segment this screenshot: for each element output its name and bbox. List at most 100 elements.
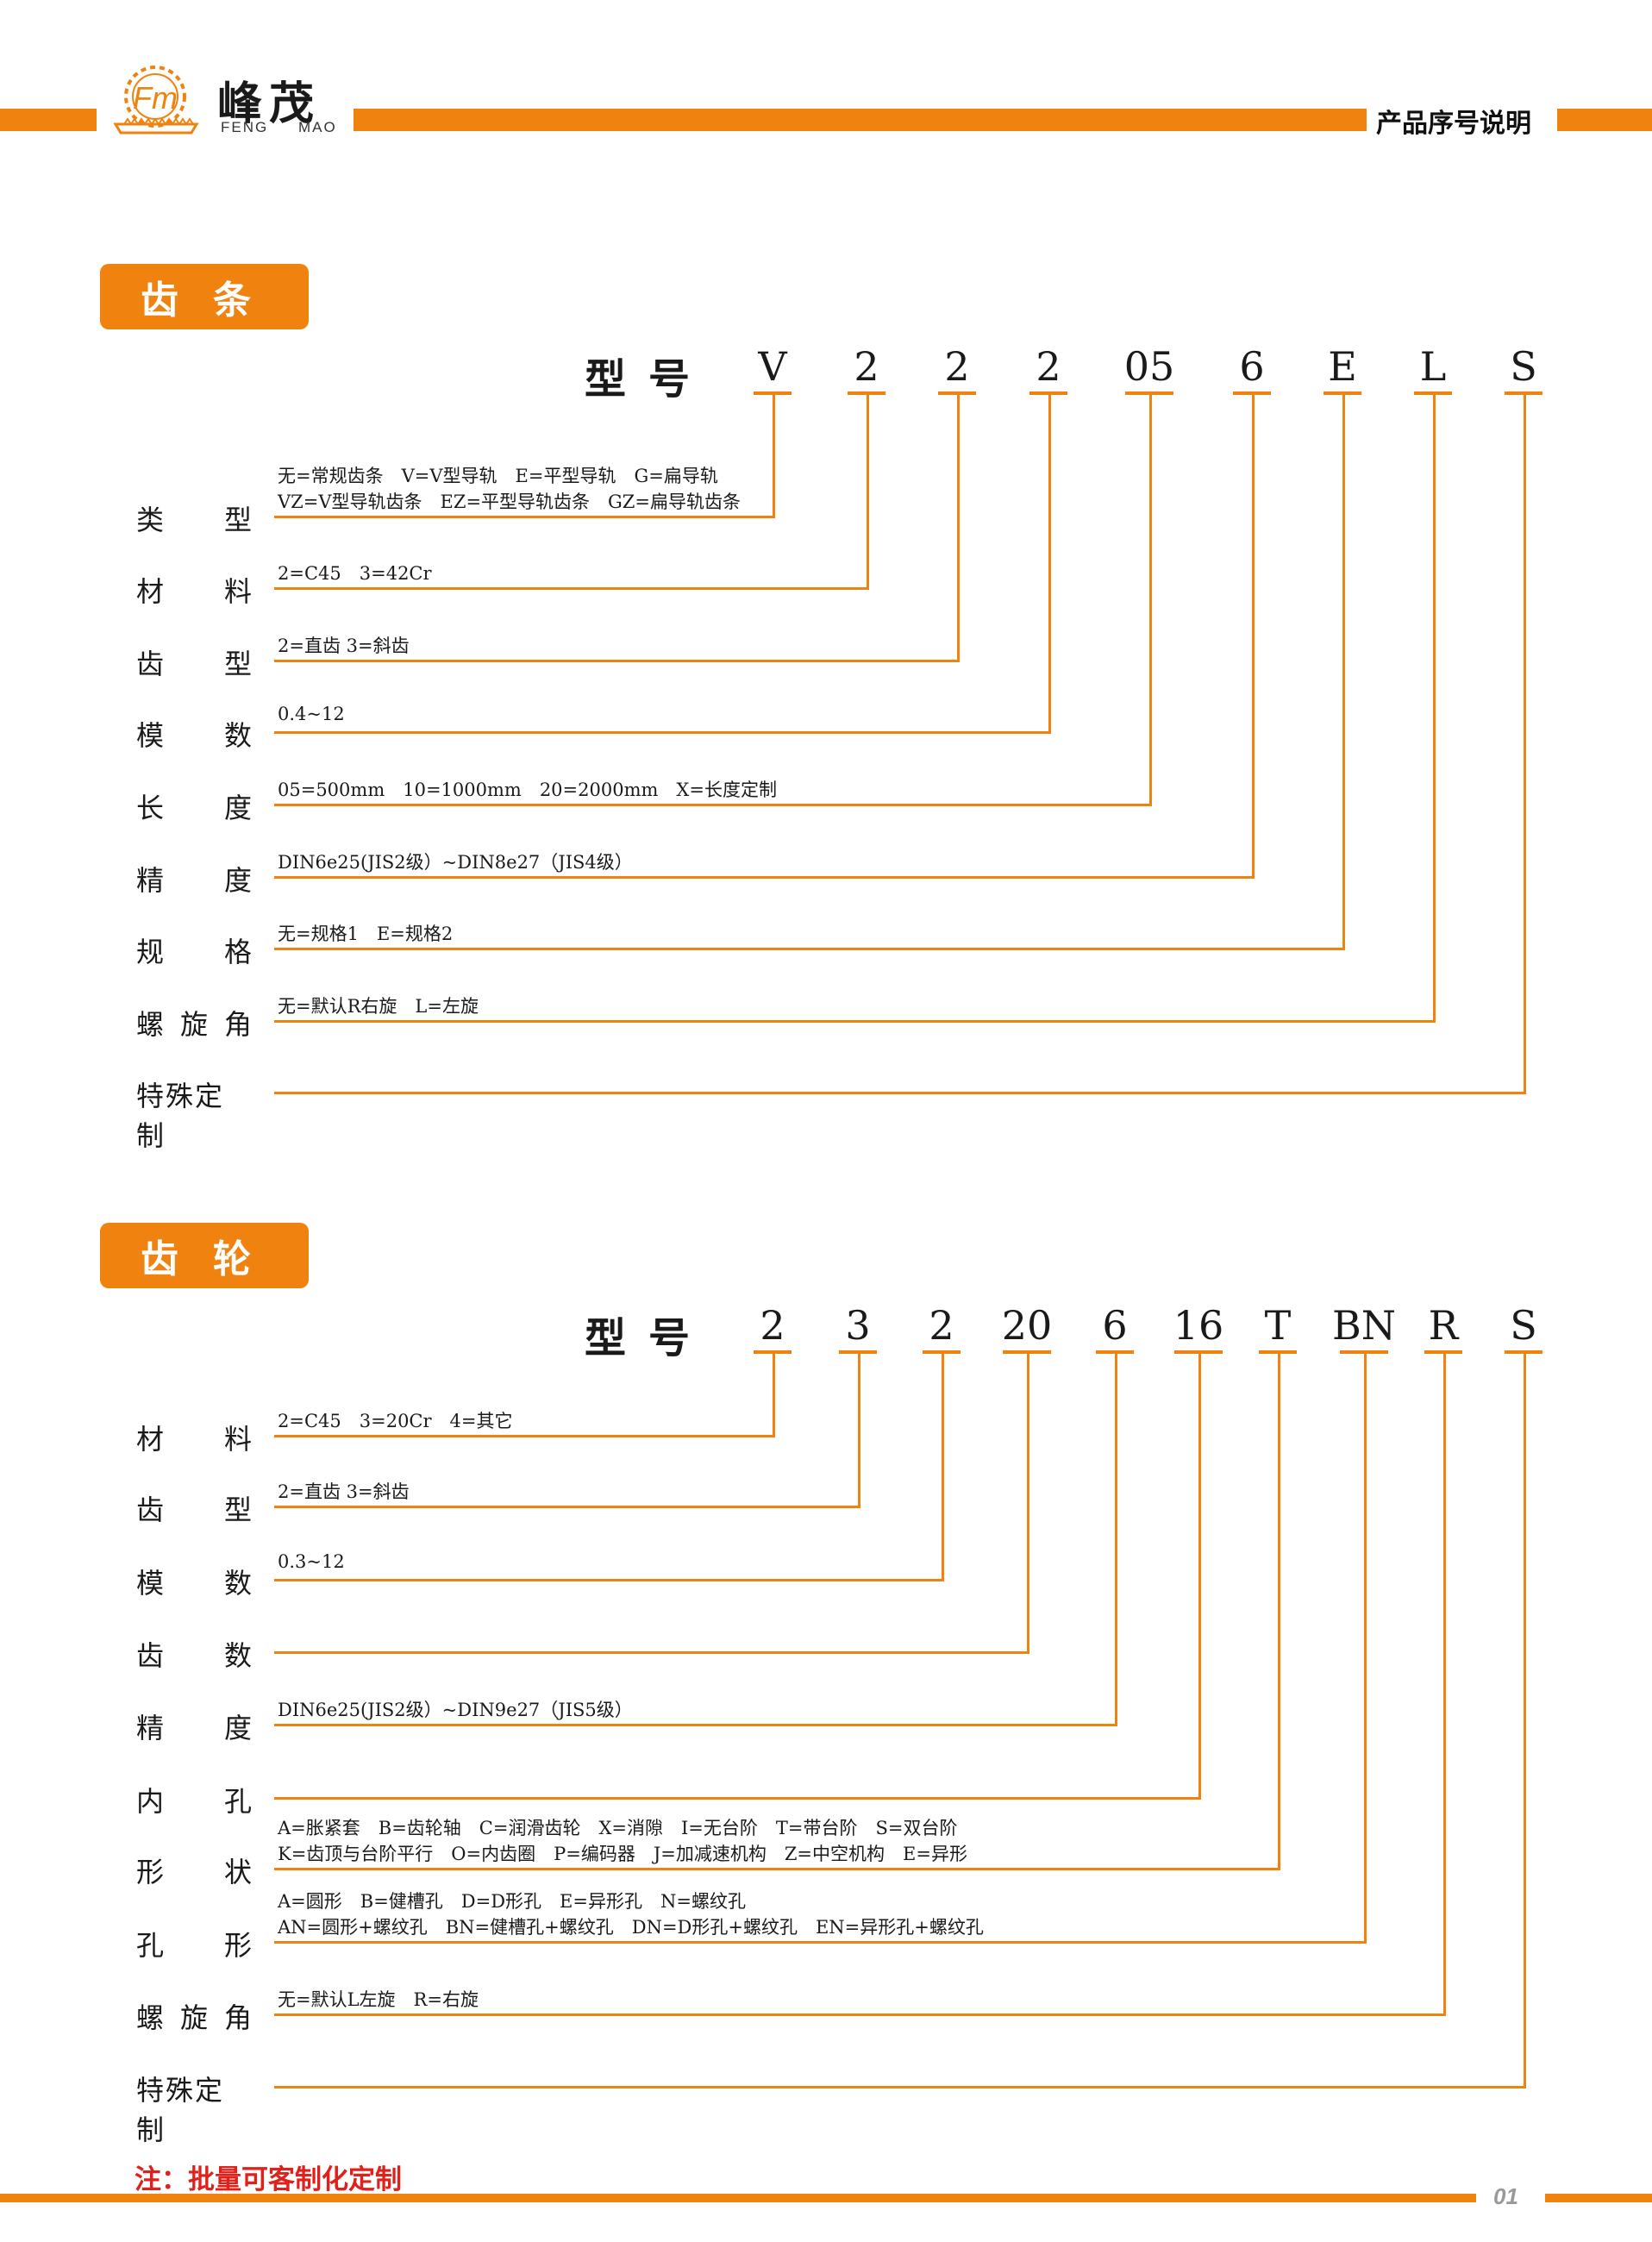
gear-row-label-char: 孔 [223,1785,252,1818]
gear-row-label-char: 角 [223,2001,252,2034]
gear-row-label-char: 内 [136,1785,165,1818]
gear-row-description: 2=直齿 3=斜齿 [278,1481,410,1502]
rack-code-1: 2 [854,343,879,390]
rack-code-5: 6 [1239,343,1265,390]
rack-row-label-char: 度 [223,792,252,824]
gear-leader-vertical [1027,1352,1029,1654]
rack-leader-horizontal [274,804,1151,806]
rack-row-description: 2=C45 3=42Cr [278,563,432,584]
gear-row-description: A=圆形 B=健槽孔 D=D形孔 E=异形孔 N=螺纹孔 [278,1891,746,1912]
rack-row-label: 模数 [136,714,252,754]
gear-code-4: 6 [1102,1302,1128,1349]
gear-row-label-char: 型 [223,1494,252,1526]
rack-code-8: S [1510,343,1537,390]
gear-row-description: 无=默认L左旋 R=右旋 [278,1989,479,2010]
rack-leader-vertical [1342,393,1345,950]
rack-row-label: 精度 [136,859,252,899]
rack-row-label-char: 格 [223,936,252,968]
gear-row-description: AN=圆形+螺纹孔 BN=健槽孔+螺纹孔 DN=D形孔+螺纹孔 EN=异形孔+螺… [278,1917,984,1938]
rack-code-6: E [1328,343,1357,390]
gear-row-label-char: 旋 [179,2001,208,2034]
gear-leader-vertical [858,1352,860,1508]
rack-row-description: 05=500mm 10=1000mm 20=2000mm X=长度定制 [278,780,777,800]
rack-code-0: V [758,343,787,390]
gear-leader-horizontal [274,1797,1200,1800]
rack-code-7: L [1419,343,1447,390]
rack-row-label-char: 角 [223,1008,252,1041]
gear-code-1: 3 [845,1302,871,1349]
gear-code-3: 20 [1001,1302,1053,1349]
logo-english-first: FENG [221,119,269,135]
rack-leader-vertical [1252,393,1255,879]
gear-row-label-char: 数 [223,1639,252,1672]
gear-leader-vertical [1443,1352,1446,2016]
header-left-bar [0,109,97,131]
rack-row-description: 无=常规齿条 V=V型导轨 E=平型导轨 G=扁导轨 [278,466,718,486]
page-number: 01 [1493,2183,1518,2209]
rack-row-label-char: 精 [136,864,165,897]
gear-row-description: 2=C45 3=20Cr 4=其它 [278,1411,513,1431]
footer-left-bar [0,2194,1476,2202]
gear-row-label-char: 螺 [136,2001,165,2034]
header-right-bar [1557,109,1652,131]
gear-row-label-char: 材 [136,1423,165,1456]
rack-row-label-char: 型 [223,504,252,536]
rack-row-description: 无=规格1 E=规格2 [278,924,454,944]
header-main-bar [354,109,1367,131]
rack-row-description: 无=默认R右旋 L=左旋 [278,996,479,1017]
rack-code-3: 2 [1036,343,1061,390]
rack-leader-vertical [1433,393,1436,1023]
gear-leader-horizontal [274,2086,1525,2089]
gear-leader-horizontal [274,1506,860,1508]
rack-leader-vertical [957,393,960,662]
gear-row-label-char: 孔 [136,1929,165,1962]
gear-code-0: 2 [760,1302,785,1349]
rack-section-tag: 齿条 [100,264,309,329]
gear-leader-vertical [773,1352,775,1437]
gear-code-6: T [1264,1302,1292,1349]
gear-code-7: BN [1331,1302,1397,1349]
gear-code-2: 2 [929,1302,954,1349]
gear-leader-horizontal [274,1651,1029,1654]
gear-row-label: 齿型 [136,1488,252,1528]
gear-row-label-char: 度 [223,1712,252,1744]
gear-row-label-char: 状 [223,1856,252,1888]
gear-leader-vertical [942,1352,944,1581]
rack-row-description: 2=直齿 3=斜齿 [278,636,410,656]
rack-row-label: 齿型 [136,642,252,682]
rack-row-label-char: 齿 [136,648,165,680]
rack-row-label-char: 数 [223,719,252,752]
gear-row-label: 齿数 [136,1634,252,1674]
gear-row-description: A=胀紧套 B=齿轮轴 C=润滑齿轮 X=消隙 I=无台阶 T=带台阶 S=双台… [278,1818,958,1838]
gear-code-5: 16 [1173,1302,1224,1349]
rack-row-label-char: 类 [136,504,165,536]
rack-row-label: 长度 [136,786,252,826]
gear-row-label: 模数 [136,1562,252,1601]
gear-leader-vertical [1364,1352,1367,1944]
gear-row-label: 内孔 [136,1780,252,1819]
rack-leader-vertical [1149,393,1152,806]
rack-row-label: 材料 [136,570,252,610]
gear-row-label-char: 形 [136,1856,165,1888]
gear-leader-horizontal [274,2013,1445,2016]
rack-row-label: 规格 [136,930,252,970]
gear-row-label-char: 齿 [136,1494,165,1526]
rack-leader-horizontal [274,660,959,662]
rack-row-label-char: 料 [223,575,252,608]
gear-row-description: 0.3~12 [278,1551,345,1572]
rack-row-label-char: 材 [136,575,165,608]
footer-right-bar [1545,2194,1652,2202]
gear-row-description: DIN6e25(JIS2级）~DIN9e27（JIS5级） [278,1700,633,1720]
gear-section-tag: 齿轮 [100,1223,309,1288]
gear-leader-vertical [1198,1352,1201,1800]
rack-row-label-char: 长 [136,792,165,824]
gear-code-9: S [1510,1302,1537,1349]
gear-leader-vertical [1524,1352,1526,2089]
gear-row-label-char: 料 [223,1423,252,1456]
logo-english-second: MAO [298,119,337,135]
gear-leader-vertical [1278,1352,1280,1870]
rack-leader-horizontal [274,876,1254,879]
rack-row-description: DIN6e25(JIS2级）~DIN8e27（JIS4级） [278,852,633,873]
rack-leader-vertical [867,393,869,590]
gear-leader-horizontal [274,1435,774,1437]
